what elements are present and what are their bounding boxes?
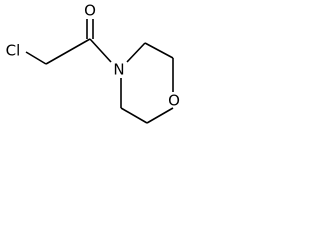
- bond-c2-c3: [144, 42, 174, 59]
- atom-ring-oxygen: O: [168, 92, 180, 110]
- atom-labels: Cl O N O: [6, 2, 180, 110]
- atom-chlorine: Cl: [6, 42, 21, 60]
- atom-ring-nitrogen: N: [113, 61, 124, 79]
- bond-carbonyl-n: [89, 38, 112, 63]
- bond-o-c5: [146, 107, 174, 124]
- structure-diagram: Cl O N O: [6, 2, 180, 124]
- atom-carbonyl-oxygen: O: [84, 2, 96, 20]
- bond-n-c2: [126, 42, 146, 63]
- bond-ch2-carbonyl: [45, 38, 91, 65]
- bond-c5-c6: [120, 107, 148, 124]
- bond-cl-ch2: [25, 51, 47, 65]
- bonds: [25, 19, 174, 124]
